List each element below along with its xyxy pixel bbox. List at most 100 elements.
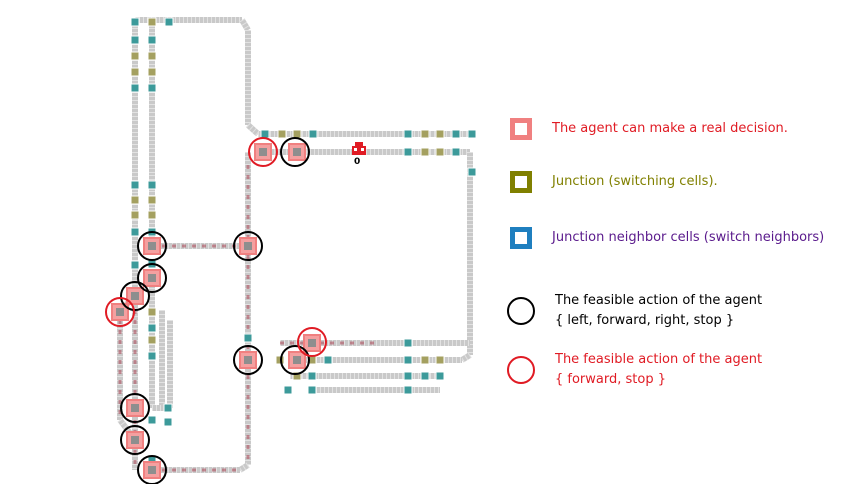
- neighbor-cell: [403, 385, 413, 395]
- junction-cell: [147, 51, 157, 61]
- decision-cell-core: [131, 436, 139, 444]
- neighbor-cell: [147, 180, 157, 190]
- legend-item-decision: The agent can make a real decision.: [510, 118, 788, 140]
- neighbor-cell: [403, 338, 413, 348]
- neighbor-cell: [147, 415, 157, 425]
- neighbor-cell: [451, 147, 461, 157]
- junction-cell: [420, 129, 430, 139]
- neighbor-cell: [403, 355, 413, 365]
- action-circle-full: [280, 137, 310, 167]
- legend-item-action-full: The feasible action of the agent { left,…: [507, 291, 762, 331]
- train-label: 0: [354, 157, 360, 167]
- legend: The agent can make a real decision. Junc…: [507, 110, 855, 400]
- action-circle-limited: [297, 327, 327, 357]
- legend-item-junction: Junction (switching cells).: [510, 171, 718, 193]
- neighbor-cell: [130, 35, 140, 45]
- action-full-swatch: [507, 297, 535, 325]
- junction-cell: [147, 17, 157, 27]
- rail-tie: [460, 352, 472, 363]
- decision-cell-core: [148, 274, 156, 282]
- decision-cell-core: [131, 404, 139, 412]
- decision-cell-core: [308, 339, 316, 347]
- neighbor-cell: [260, 129, 270, 139]
- decision-cell-core: [259, 148, 267, 156]
- decision-cell-core: [116, 308, 124, 316]
- rail-track: [245, 122, 261, 137]
- neighbor-cell: [147, 351, 157, 361]
- neighbor-cell: [164, 17, 174, 27]
- junction-cell: [147, 67, 157, 77]
- neighbor-swatch: [510, 227, 532, 249]
- decision-cell-core: [244, 242, 252, 250]
- junction-cell: [435, 129, 445, 139]
- junction-cell: [130, 67, 140, 77]
- legend-label-action-full: The feasible action of the agent { left,…: [555, 291, 762, 331]
- action-circle-full: [280, 345, 310, 375]
- neighbor-cell: [243, 333, 253, 343]
- rail-tie: [238, 462, 250, 473]
- junction-cell: [147, 307, 157, 317]
- rail-cells: [111, 17, 477, 479]
- junction-cell: [420, 355, 430, 365]
- neighbor-cell: [163, 403, 173, 413]
- neighbor-cell: [130, 83, 140, 93]
- action-circles: [105, 137, 327, 484]
- junction-cell: [147, 195, 157, 205]
- junction-cell: [130, 210, 140, 220]
- neighbor-cell: [130, 227, 140, 237]
- neighbor-cell: [323, 355, 333, 365]
- action-circle-full: [120, 425, 150, 455]
- neighbor-cell: [435, 371, 445, 381]
- neighbor-cell: [308, 129, 318, 139]
- action-circle-full: [120, 393, 150, 423]
- neighbor-cell: [130, 17, 140, 27]
- decision-cell-core: [148, 242, 156, 250]
- decision-cell-core: [293, 356, 301, 364]
- decision-cell-core: [131, 292, 139, 300]
- legend-label-decision: The agent can make a real decision.: [552, 121, 788, 136]
- neighbor-cell: [403, 147, 413, 157]
- train-icon: [352, 142, 366, 155]
- legend-label-neighbor: Junction neighbor cells (switch neighbor…: [552, 230, 825, 245]
- junction-swatch: [510, 171, 532, 193]
- neighbor-cell: [307, 385, 317, 395]
- neighbor-cell: [403, 371, 413, 381]
- rail-track: [239, 18, 251, 32]
- action-circle-full: [137, 263, 167, 293]
- junction-cell: [292, 371, 302, 381]
- junction-cell: [435, 355, 445, 365]
- action-circle-limited: [248, 137, 278, 167]
- junction-cell: [420, 147, 430, 157]
- decision-cell-core: [244, 356, 252, 364]
- neighbor-cell: [307, 371, 317, 381]
- neighbor-cell: [147, 83, 157, 93]
- action-circle-full: [137, 455, 167, 484]
- neighbor-cell: [130, 180, 140, 190]
- decision-cell-core: [293, 148, 301, 156]
- legend-item-neighbor: Junction neighbor cells (switch neighbor…: [510, 227, 824, 249]
- legend-item-action-limited: The feasible action of the agent { forwa…: [507, 350, 762, 390]
- decision-swatch: [510, 118, 532, 140]
- neighbor-cell: [403, 129, 413, 139]
- junction-cell: [435, 147, 445, 157]
- junction-cell: [147, 210, 157, 220]
- neighbor-cell: [163, 417, 173, 427]
- junction-cell: [130, 195, 140, 205]
- legend-label-action-limited: The feasible action of the agent { forwa…: [555, 350, 762, 390]
- neighbor-cell: [147, 35, 157, 45]
- action-circle-full: [233, 345, 263, 375]
- action-circle-limited: [105, 297, 135, 327]
- junction-cell: [147, 335, 157, 345]
- action-circle-full: [233, 231, 263, 261]
- neighbor-cell: [283, 385, 293, 395]
- neighbor-cell: [451, 129, 461, 139]
- action-circle-full: [120, 281, 150, 311]
- decision-cell-core: [148, 466, 156, 474]
- action-full-line1: The feasible action of the agent: [555, 293, 763, 308]
- junction-cell: [130, 51, 140, 61]
- action-circle-full: [137, 231, 167, 261]
- neighbor-cell: [467, 129, 477, 139]
- rail-tracks: [117, 17, 473, 473]
- action-limited-line2: { forward, stop }: [555, 372, 666, 387]
